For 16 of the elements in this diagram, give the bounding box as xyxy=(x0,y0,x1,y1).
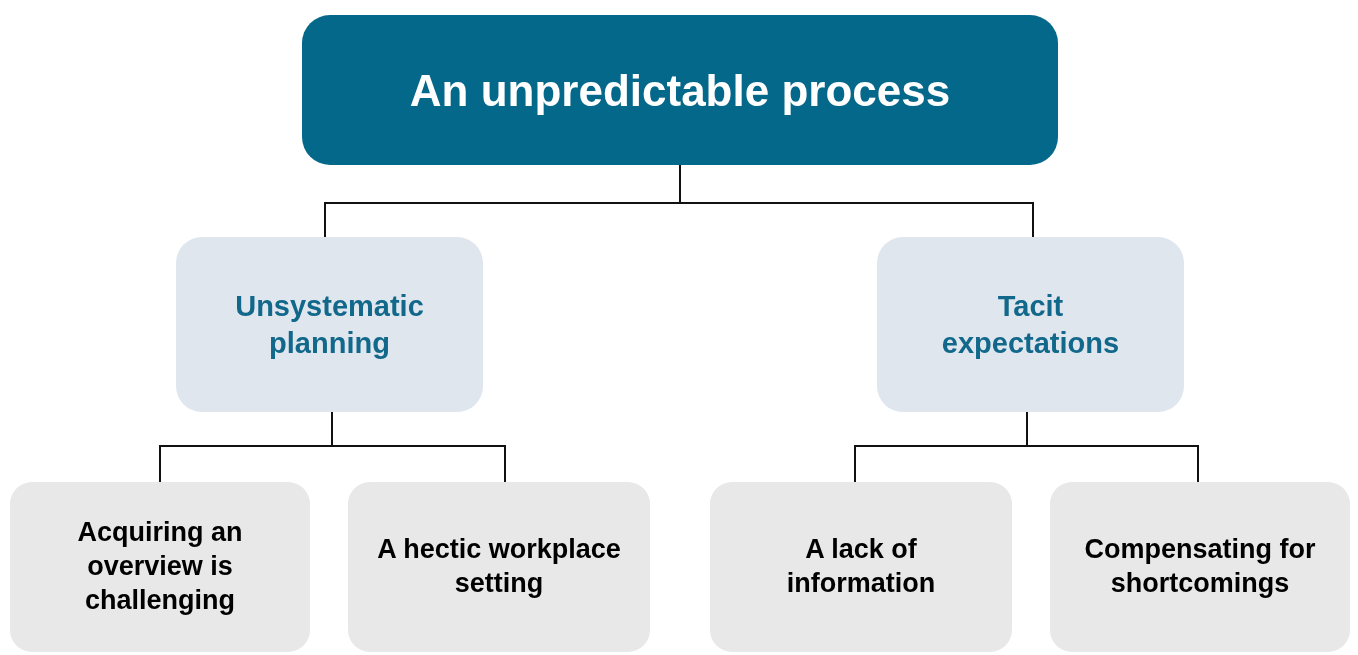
box-label: Compensating for shortcomings xyxy=(1083,533,1317,600)
category-box xyxy=(877,237,1184,412)
root-box xyxy=(302,15,1058,165)
box-label: Tacit expectations xyxy=(940,289,1121,361)
item-box xyxy=(348,482,650,652)
item-box xyxy=(710,482,1012,652)
connector-line xyxy=(331,411,506,483)
box-label: An unpredictable process xyxy=(409,64,951,117)
box-label: Unsystematic planning xyxy=(234,289,425,361)
item-box xyxy=(10,482,310,652)
item-box xyxy=(1050,482,1350,652)
box-label: A hectic workplace setting xyxy=(376,533,622,600)
category-box xyxy=(176,237,483,412)
box-label: A lack of information xyxy=(785,533,937,600)
connector-line xyxy=(1026,411,1199,483)
box-label: Acquiring an overview is challenging xyxy=(76,516,244,617)
